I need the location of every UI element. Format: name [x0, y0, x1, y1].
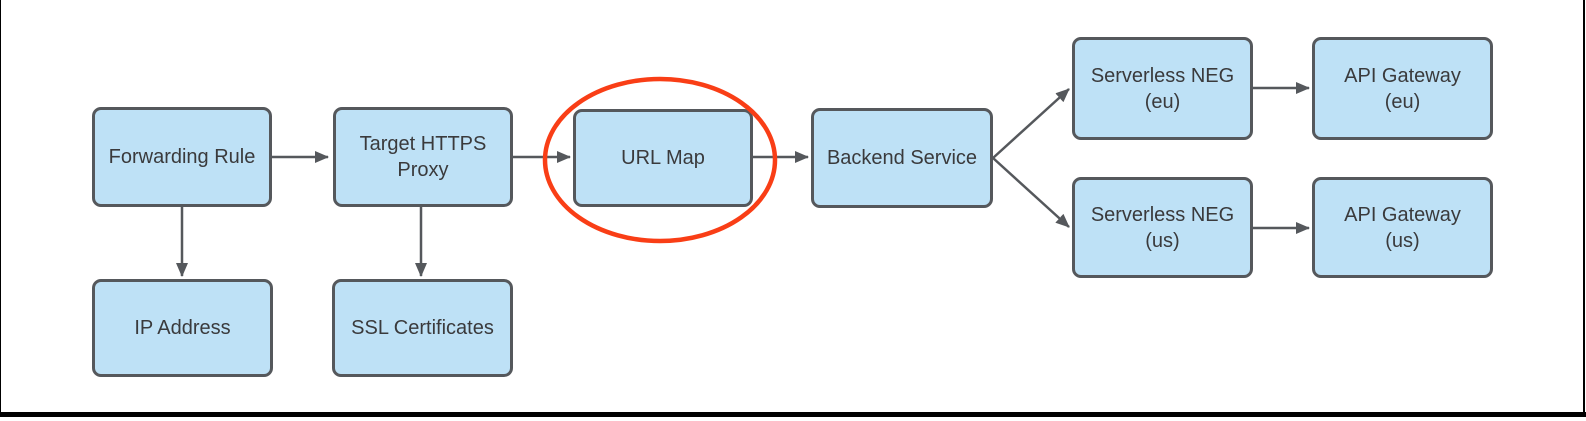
node-label: Serverless NEG (eu)	[1090, 64, 1235, 113]
node-label: Target HTTPS Proxy	[359, 133, 487, 181]
node-label: Backend Service	[826, 147, 978, 169]
node-label: Serverless NEG (us)	[1090, 203, 1235, 252]
node-api-gateway-us: API Gateway (us)	[1312, 177, 1493, 278]
frame-right-line	[1583, 0, 1585, 417]
node-ip-address: IP Address	[92, 279, 273, 377]
frame-bottom-line	[0, 412, 1586, 417]
node-label: IP Address	[134, 317, 231, 339]
node-label: URL Map	[621, 147, 705, 169]
node-label: Forwarding Rule	[108, 146, 256, 168]
arrow-backend-service-to-serverless-neg-us	[992, 157, 1070, 228]
arrow-backend-service-to-serverless-neg-eu	[992, 88, 1070, 159]
node-api-gateway-eu: API Gateway (eu)	[1312, 37, 1493, 140]
node-target-https-proxy: Target HTTPS Proxy	[333, 107, 513, 207]
node-label: API Gateway (eu)	[1344, 64, 1461, 113]
node-serverless-neg-eu: Serverless NEG (eu)	[1072, 37, 1253, 140]
frame-left-line	[0, 0, 1, 417]
node-label: SSL Certificates	[351, 317, 494, 339]
node-ssl-certificates: SSL Certificates	[332, 279, 513, 377]
node-label: API Gateway (us)	[1344, 203, 1461, 252]
node-forwarding-rule: Forwarding Rule	[92, 107, 272, 207]
node-backend-service: Backend Service	[811, 108, 993, 208]
node-url-map: URL Map	[573, 109, 753, 207]
node-serverless-neg-us: Serverless NEG (us)	[1072, 177, 1253, 278]
